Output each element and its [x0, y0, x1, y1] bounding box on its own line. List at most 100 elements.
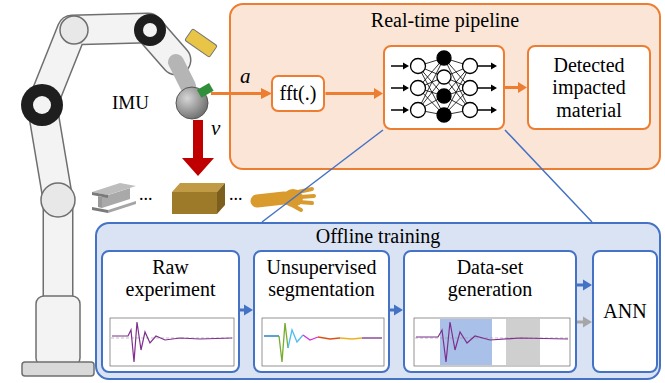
network-links: [418, 58, 470, 115]
arrow-head: [374, 88, 383, 99]
neuron: [411, 81, 426, 96]
block-top: [172, 183, 225, 192]
segment: [340, 338, 362, 339]
arrow-head: [583, 280, 592, 291]
finger: [300, 196, 314, 197]
neuron: [463, 59, 478, 74]
panel-title: Real-time pipeline: [371, 9, 519, 31]
neuron: [411, 59, 426, 74]
plot-frame: [414, 318, 570, 366]
finger: [298, 189, 312, 192]
process-box: Raw experiment: [101, 250, 240, 373]
neuron: [437, 89, 451, 103]
acceleration-head: [261, 88, 272, 99]
network-box: [383, 45, 505, 130]
thumb: [292, 205, 301, 210]
box-label: Raw experiment: [116, 256, 226, 301]
segment: [362, 337, 382, 338]
plot-signal: [416, 322, 568, 362]
neuron: [437, 51, 451, 65]
window-shade: [440, 319, 492, 365]
finger: [299, 202, 312, 203]
beam-bottom-side: [108, 201, 136, 213]
segment: [303, 335, 318, 340]
window-shade: [506, 319, 540, 365]
flow-arrow: [240, 305, 253, 316]
zoom-line: [505, 130, 592, 222]
sensor-label: IMU: [112, 92, 149, 114]
plot-zero: [111, 338, 233, 339]
acceleration-shaft: [211, 92, 262, 95]
acceleration-arrow: [211, 88, 272, 99]
robot-tool: [185, 29, 218, 58]
connector-line: [325, 92, 375, 95]
arrow-head: [518, 82, 527, 93]
beam-web: [98, 196, 102, 208]
palm: [283, 189, 303, 207]
block-front: [172, 192, 217, 214]
velocity-arrow: [182, 120, 214, 176]
box-label: Detected impacted material: [539, 54, 639, 121]
arrow-head: [583, 317, 592, 328]
neuron: [411, 103, 426, 118]
robot-joint-ring: [134, 14, 166, 46]
robot-base: [36, 296, 80, 366]
neural-network-icon: [391, 51, 497, 122]
arrow-head: [244, 305, 253, 316]
i-beam: [92, 183, 136, 213]
arrow-head: [394, 305, 403, 316]
process-box: fft(.): [271, 75, 326, 112]
plot-frame: [262, 318, 384, 366]
plot-frame: [110, 318, 234, 366]
block-side: [217, 183, 225, 214]
flow-arrow: [577, 317, 592, 328]
pipeline-panel: Real-time pipeline fft(.) Detected impacte…: [229, 3, 661, 170]
segment: [279, 323, 288, 362]
model-box: ANN: [592, 250, 658, 373]
ellipsis-label: ...: [229, 184, 243, 205]
forearm: [257, 198, 284, 201]
neuron: [463, 81, 478, 96]
robot-joint-core: [143, 23, 157, 37]
connector-line: [262, 130, 383, 222]
connector-line: [577, 284, 584, 287]
imu-sphere: [176, 87, 208, 119]
raw-plot: [110, 318, 234, 366]
segment: [264, 335, 279, 336]
robot-arm: [21, 14, 217, 376]
beam-web-side: [102, 188, 130, 208]
box-label: Data-set generation: [430, 256, 550, 301]
training-panel: Offline trainingRaw experimentUnsupervis…: [95, 222, 661, 380]
neuron: [437, 108, 451, 122]
imu-board: [197, 83, 214, 98]
segment: [288, 330, 303, 348]
connector-line: [390, 309, 395, 312]
zoom-line: [262, 130, 383, 222]
robot-joint: [41, 183, 75, 217]
connector-line: [240, 309, 245, 312]
connector-line: [505, 86, 519, 89]
signal-label: a: [240, 64, 251, 88]
neuron: [437, 70, 451, 84]
ellipsis-label: ...: [139, 184, 153, 205]
robot-base-plate: [22, 362, 94, 376]
network-heads: [403, 63, 497, 114]
beam-bottom-front: [92, 207, 108, 213]
flow-arrow: [505, 82, 527, 93]
segment: [318, 337, 340, 339]
plot-zero: [415, 338, 569, 339]
signal-label: v: [211, 116, 220, 140]
beam-top-face: [92, 183, 136, 195]
flow-arrow: [577, 280, 592, 291]
human-hand: [257, 189, 314, 210]
robot-flange: [176, 62, 188, 86]
process-box: Unsupervised segmentation: [253, 250, 390, 373]
box-label: fft(.): [280, 82, 317, 104]
robot-joint-core: [33, 96, 51, 114]
wood-block: [172, 183, 225, 214]
robot-joint: [60, 16, 88, 44]
robot-link: [42, 28, 176, 300]
flow-arrow: [325, 88, 383, 99]
process-box: Data-set generation: [403, 250, 577, 373]
segmented-plot: [262, 318, 384, 366]
